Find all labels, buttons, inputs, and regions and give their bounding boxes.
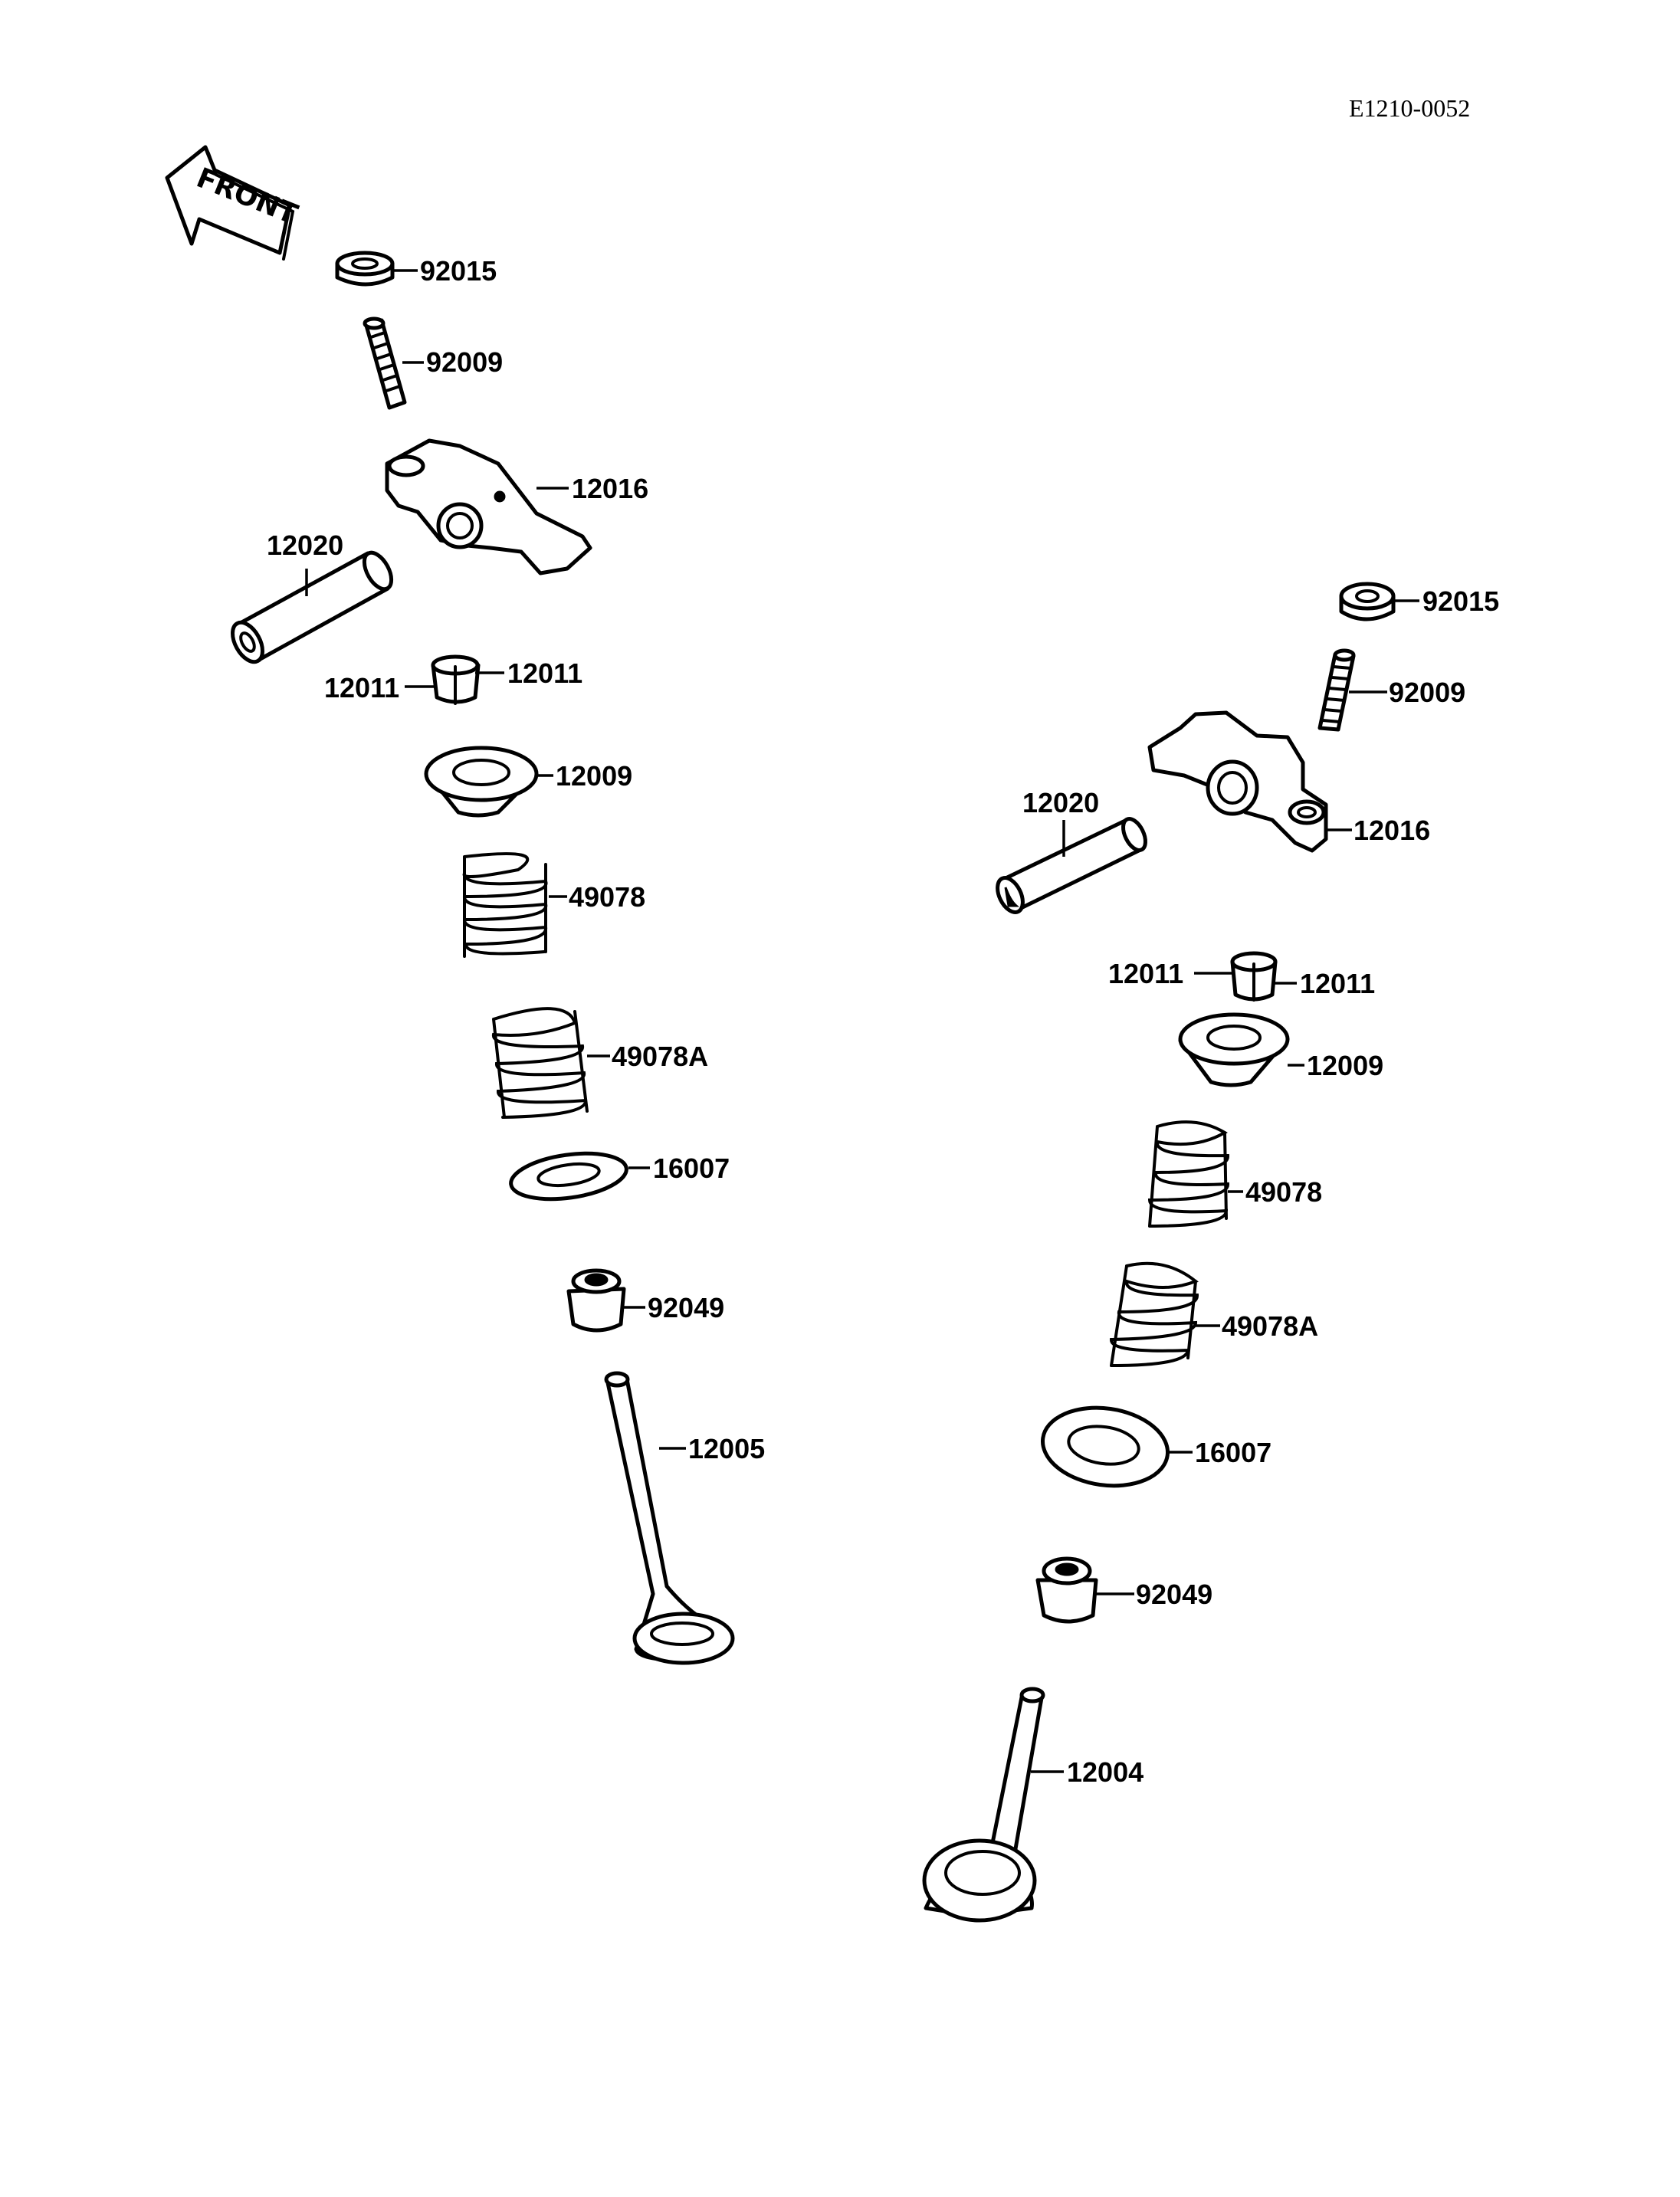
right-inner-spring-part xyxy=(1110,1261,1199,1367)
left-label-12009: 12009 xyxy=(556,760,632,792)
right-rocker-shaft-part xyxy=(996,817,1147,914)
left-stem-seal-part xyxy=(566,1268,626,1333)
left-retainer-part xyxy=(424,746,539,818)
front-arrow-icon: FRONT xyxy=(165,145,302,261)
left-nut-part xyxy=(335,251,395,287)
left-label-12020: 12020 xyxy=(267,530,343,561)
left-label-12011-a: 12011 xyxy=(324,672,399,703)
left-cotter-part xyxy=(431,654,481,705)
left-inner-spring-part xyxy=(491,1007,589,1119)
right-label-49078a: 49078A xyxy=(1222,1310,1318,1342)
right-label-49078: 49078 xyxy=(1245,1176,1322,1208)
left-label-92049: 92049 xyxy=(648,1292,724,1323)
right-cotter-part xyxy=(1230,951,1278,1002)
left-rocker-shaft-part xyxy=(231,550,394,664)
right-label-12011-a: 12011 xyxy=(1108,958,1183,989)
right-label-92009: 92009 xyxy=(1389,677,1465,708)
right-label-12020: 12020 xyxy=(1022,787,1099,818)
left-label-49078a: 49078A xyxy=(612,1041,708,1072)
right-label-12011-b: 12011 xyxy=(1300,968,1375,999)
right-label-12009: 12009 xyxy=(1307,1050,1383,1081)
left-label-12005: 12005 xyxy=(688,1433,765,1464)
right-spring-seat-part xyxy=(1041,1405,1170,1488)
right-label-16007: 16007 xyxy=(1195,1437,1271,1468)
left-adjusting-screw-part xyxy=(363,316,407,410)
right-stem-seal-part xyxy=(1035,1556,1098,1624)
left-label-16007: 16007 xyxy=(653,1153,730,1184)
right-label-92049: 92049 xyxy=(1136,1579,1212,1610)
left-label-12011-b: 12011 xyxy=(507,657,582,689)
right-label-12016: 12016 xyxy=(1354,815,1430,846)
right-label-12004: 12004 xyxy=(1067,1756,1144,1788)
left-outer-spring-part xyxy=(462,852,548,958)
left-rocker-arm-part xyxy=(385,438,592,575)
right-adjusting-screw-part xyxy=(1317,648,1356,732)
right-label-92015: 92015 xyxy=(1422,585,1499,617)
diagram-code: E1210-0052 xyxy=(1349,94,1470,122)
left-label-92015: 92015 xyxy=(420,255,497,287)
left-label-12016: 12016 xyxy=(572,473,648,504)
left-label-49078: 49078 xyxy=(569,881,645,913)
left-label-92009: 92009 xyxy=(426,346,503,378)
right-retainer-part xyxy=(1178,1012,1290,1087)
left-spring-seat-part xyxy=(509,1151,628,1202)
right-rocker-arm-part xyxy=(1147,710,1328,853)
right-outer-spring-part xyxy=(1147,1120,1229,1228)
left-valve-part xyxy=(604,1371,735,1665)
right-valve-part xyxy=(922,1687,1045,1923)
right-nut-part xyxy=(1339,582,1396,621)
